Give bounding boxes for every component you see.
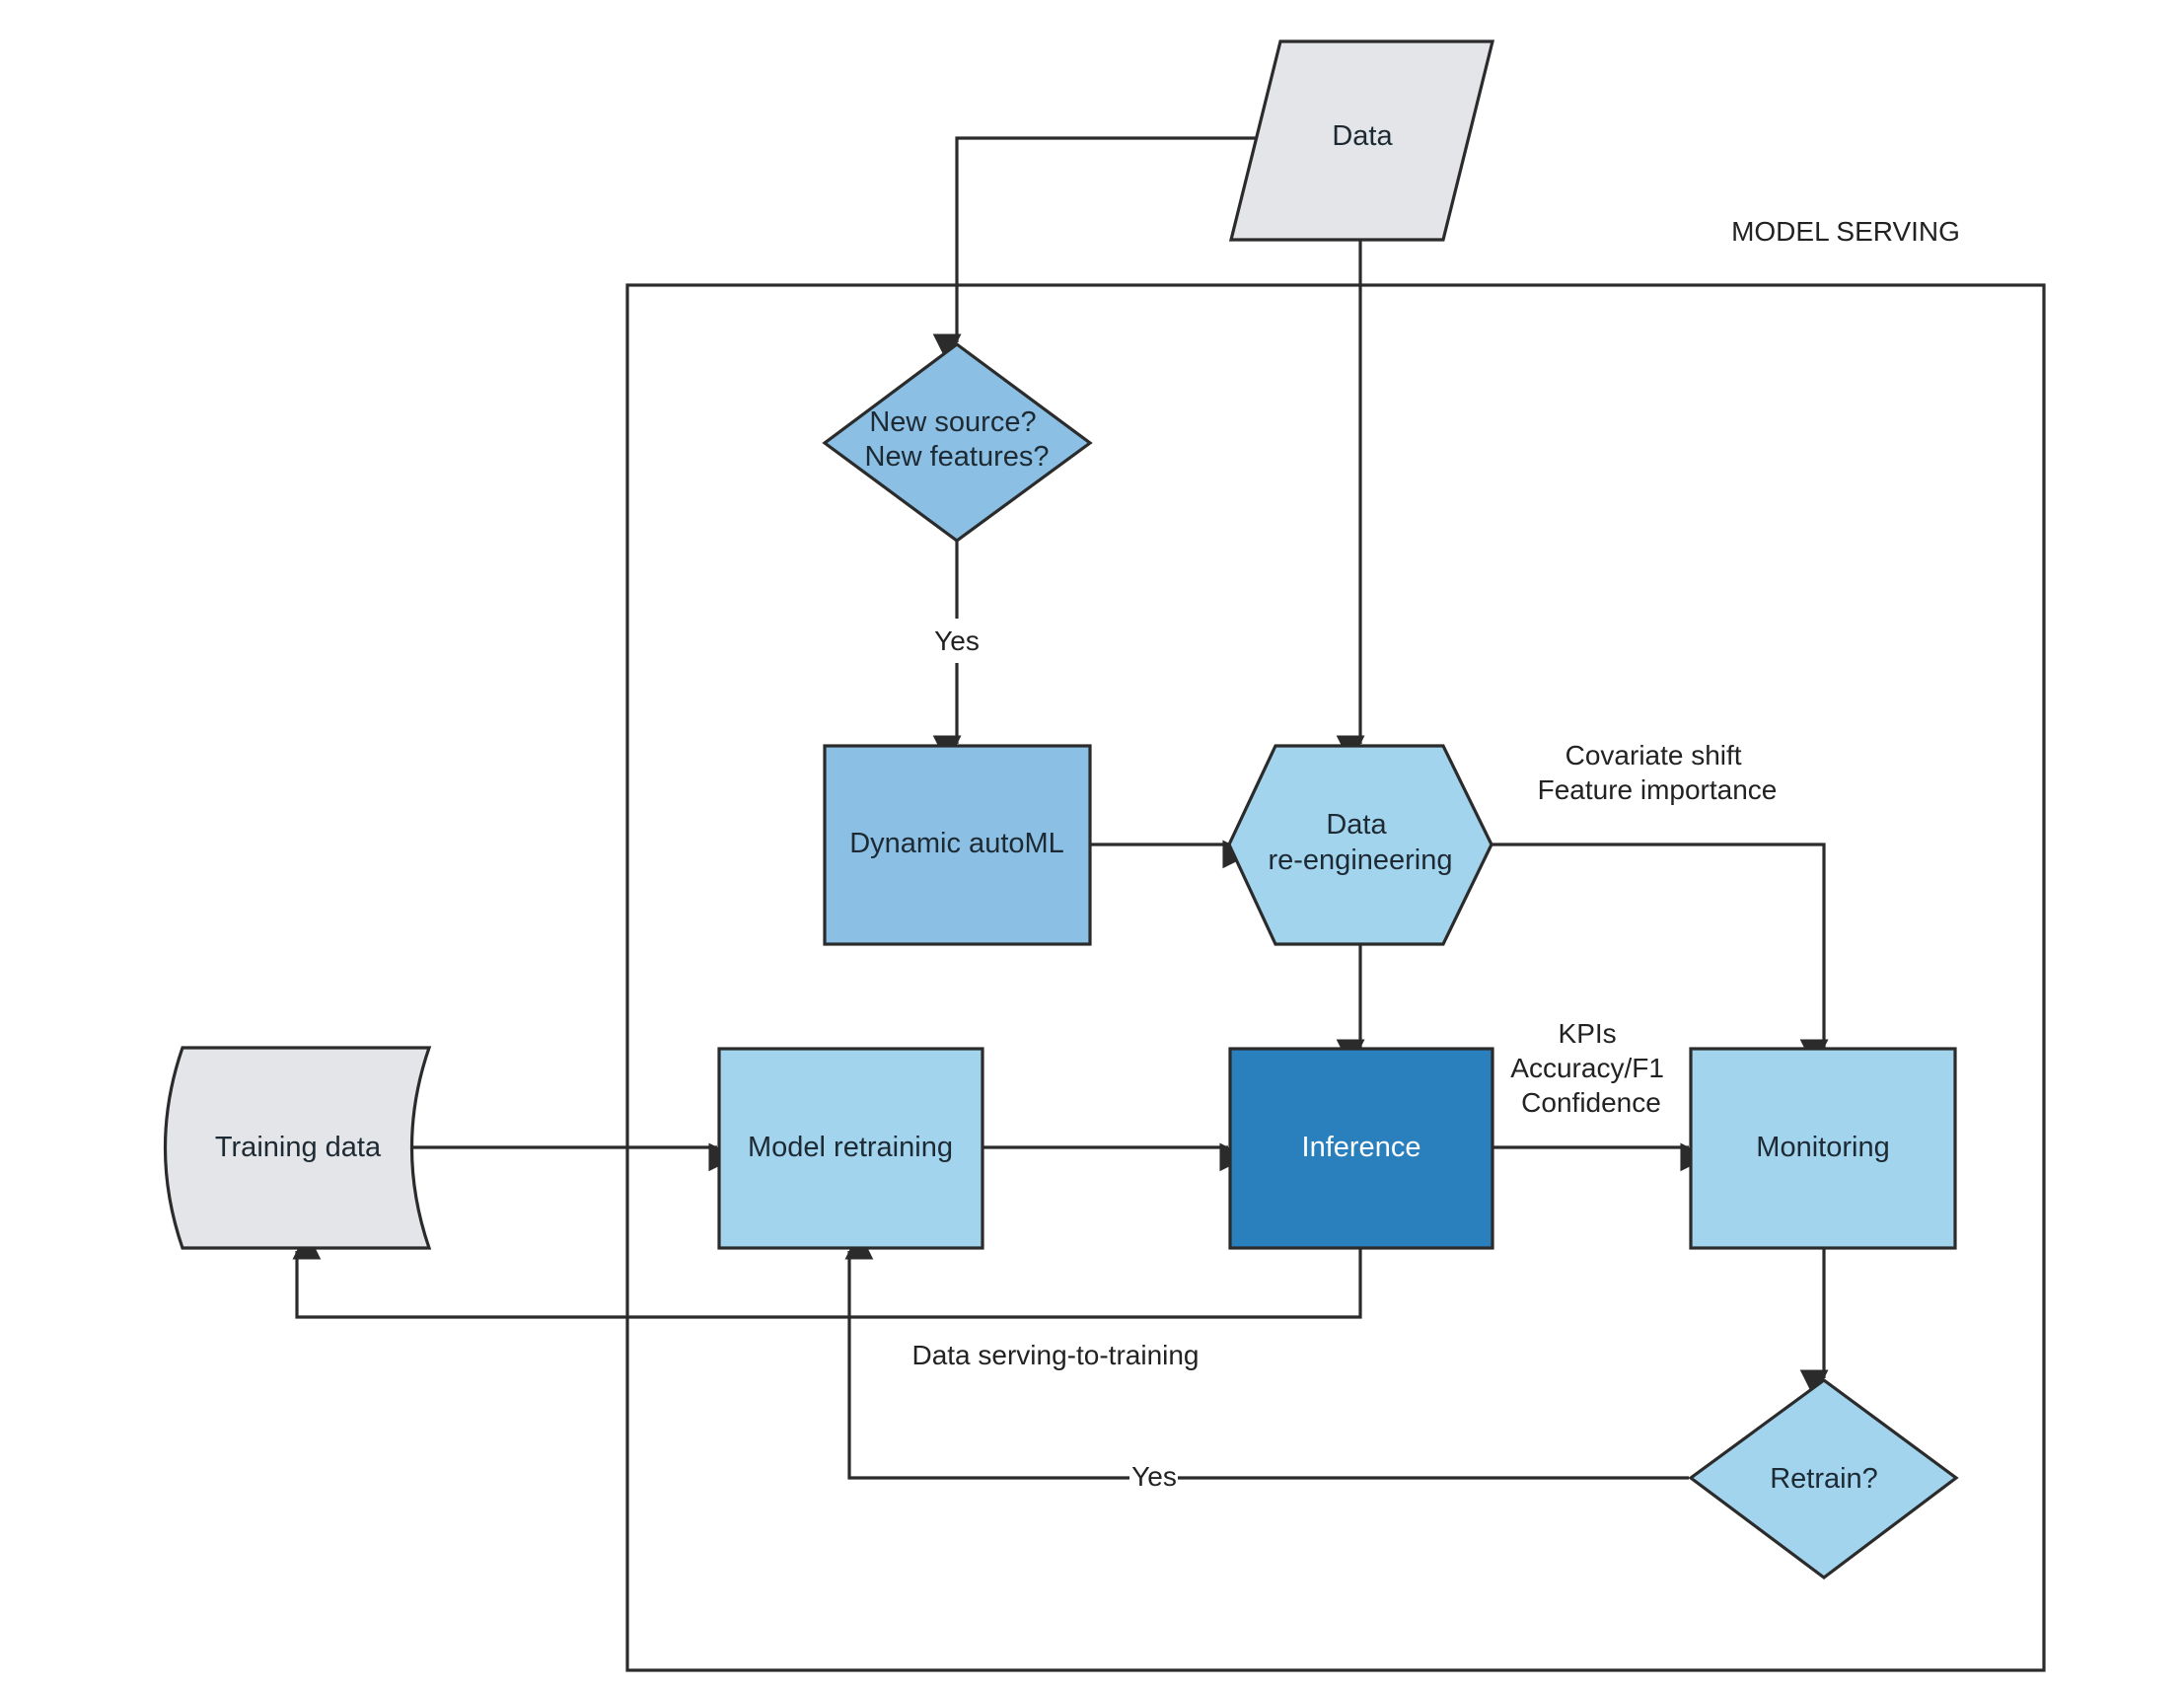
reengineering-line-2: re-engineering: [1268, 844, 1452, 876]
node-retrain-decision[interactable]: Retrain?: [1688, 1378, 1959, 1580]
covariate-shift-label: Covariate shift Feature importance: [1538, 740, 1778, 805]
edge-inference-to-training-data: [292, 1230, 1362, 1319]
model-retraining-box: [717, 1047, 984, 1250]
covariate-shift-line: Covariate shift: [1565, 740, 1742, 771]
edge-data-to-new-source: [932, 136, 1256, 363]
node-model-retraining[interactable]: Model retraining: [717, 1047, 984, 1250]
yes-label-new-source: Yes: [934, 625, 980, 656]
node-data[interactable]: Data: [1228, 39, 1495, 242]
data-node-label: Data: [1332, 120, 1393, 152]
data-parallelogram: [1228, 39, 1495, 242]
edge-retrain-yes-to-retraining: [844, 1230, 1129, 1480]
dynamic-automl-label: Dynamic autoML: [849, 828, 1064, 859]
training-data-drum: [163, 1046, 432, 1250]
node-data-reengineering[interactable]: Data re-engineering: [1227, 744, 1493, 946]
edge-reengineering-to-monitoring: [1492, 843, 1829, 1068]
data-reengineering-hexagon: [1227, 744, 1493, 946]
model-serving-label: MODEL SERVING: [1731, 216, 1960, 247]
training-data-label: Training data: [215, 1132, 382, 1163]
node-dynamic-automl[interactable]: Dynamic autoML: [823, 744, 1092, 946]
confidence-line: Confidence: [1521, 1087, 1661, 1118]
model-retraining-label: Model retraining: [748, 1132, 953, 1163]
node-monitoring[interactable]: Monitoring: [1689, 1047, 1957, 1250]
feature-importance-line: Feature importance: [1538, 774, 1778, 805]
data-reengineering-label: Data re-engineering: [1268, 809, 1452, 876]
inference-box: [1228, 1047, 1494, 1250]
new-source-line: New source?: [869, 406, 1036, 438]
kpis-label: KPIs Accuracy/F1 Confidence: [1510, 1018, 1671, 1118]
node-new-source-decision[interactable]: New source? New features?: [822, 342, 1093, 543]
accuracy-f1-line: Accuracy/F1: [1510, 1053, 1664, 1083]
monitoring-box: [1689, 1047, 1957, 1250]
yes-label-retrain: Yes: [1131, 1461, 1177, 1492]
retrain-diamond: [1688, 1378, 1959, 1580]
kpis-line: KPIs: [1559, 1018, 1617, 1049]
reengineering-line-1: Data: [1326, 809, 1387, 841]
dynamic-automl-box: [823, 744, 1092, 946]
inference-label: Inference: [1302, 1132, 1421, 1163]
new-source-label: New source? New features?: [865, 406, 1050, 473]
new-source-diamond: [822, 342, 1093, 543]
node-inference[interactable]: Inference: [1228, 1047, 1494, 1250]
monitoring-label: Monitoring: [1756, 1132, 1889, 1163]
serving-to-training-label: Data serving-to-training: [911, 1340, 1199, 1370]
node-training-data[interactable]: Training data: [163, 1046, 432, 1250]
retrain-label: Retrain?: [1770, 1463, 1878, 1495]
model-serving-boundary: [625, 283, 2046, 1672]
new-features-line: New features?: [865, 441, 1050, 473]
